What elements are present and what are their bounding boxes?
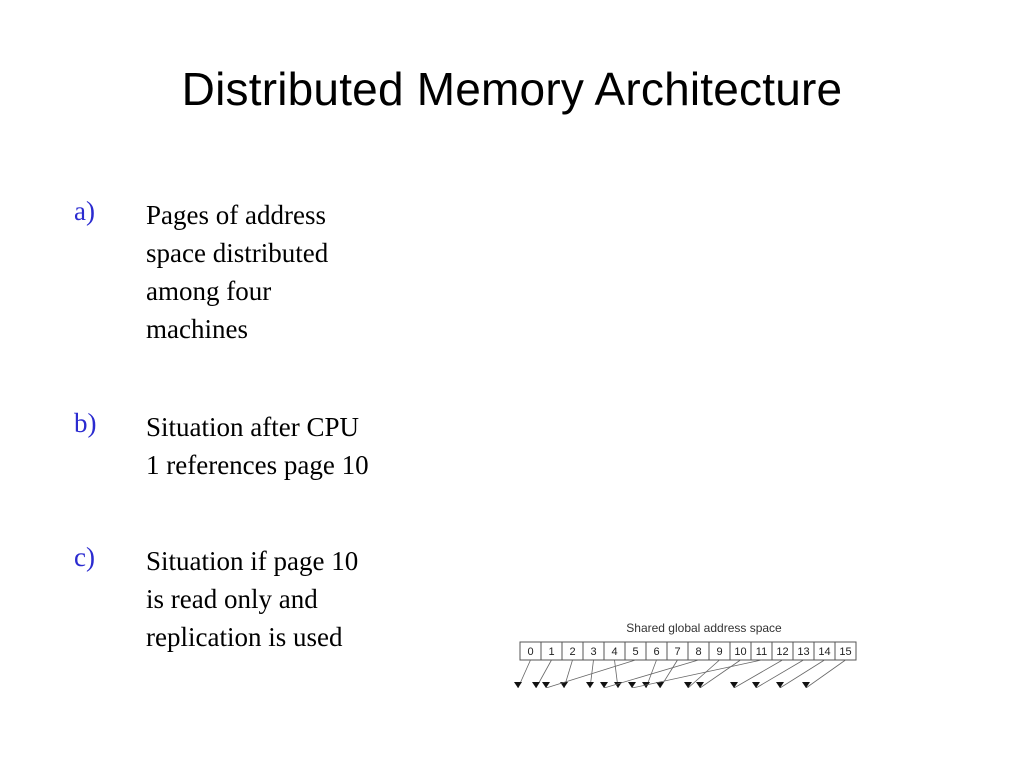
arrowhead (628, 682, 636, 688)
arrowhead (752, 682, 760, 688)
page-number-label: 7 (674, 646, 680, 658)
arrowhead (600, 682, 608, 688)
text-line: 1 references page 10 (146, 450, 369, 480)
text-line: Situation if page 10 (146, 546, 359, 576)
text-line: Situation after CPU (146, 412, 359, 442)
list-item-text: Situation after CPU 1 references page 10 (146, 408, 446, 484)
page-number-label: 0 (527, 646, 533, 658)
page-number-label: 2 (569, 646, 575, 658)
arrowhead (776, 682, 784, 688)
page-mapping-arrow (733, 659, 783, 688)
page-number-label: 15 (839, 646, 851, 658)
page-mapping-arrow (603, 659, 699, 688)
page-mapping-arrow (779, 659, 825, 688)
arrowhead (802, 682, 810, 688)
page-number-label: 1 (548, 646, 554, 658)
page-number-label: 10 (734, 646, 746, 658)
slide-title: Distributed Memory Architecture (181, 63, 843, 115)
page-mapping-arrow (699, 659, 741, 688)
page-number-label: 13 (797, 646, 809, 658)
text-line: replication is used (146, 622, 343, 652)
arrowhead (684, 682, 692, 688)
list-marker: a) (74, 196, 95, 226)
arrowhead (542, 682, 550, 688)
arrowhead (656, 682, 664, 688)
page-number-label: 5 (632, 646, 638, 658)
text-line: among four (146, 276, 272, 306)
page-number-label: 14 (818, 646, 830, 658)
text-line: is read only and (146, 584, 318, 614)
page-number-label: 8 (695, 646, 701, 658)
page-number-label: 6 (653, 646, 659, 658)
list-marker: c) (74, 542, 95, 572)
list-item-text: Situation if page 10 is read only and re… (146, 542, 446, 656)
arrowhead (514, 682, 522, 688)
arrowhead (560, 682, 568, 688)
arrowhead (730, 682, 738, 688)
diagram-caption: Shared global address space (626, 621, 782, 635)
page-mapping-arrow (755, 659, 804, 688)
list-marker: b) (74, 408, 97, 438)
page-mapping-arrow (545, 659, 636, 688)
page-number-label: 11 (756, 646, 767, 658)
page-number-label: 3 (590, 646, 596, 658)
arrowhead (696, 682, 704, 688)
text-line: Pages of address (146, 200, 326, 230)
text-line: space distributed (146, 238, 329, 268)
page-mapping-arrow (687, 659, 720, 688)
list-item-text: Pages of address space distributed among… (146, 196, 446, 348)
page-number-label: 12 (776, 646, 788, 658)
page-number-label: 9 (716, 646, 722, 658)
text-line: machines (146, 314, 248, 344)
arrowhead (586, 682, 594, 688)
page-mapping-arrow (631, 659, 762, 688)
arrowhead (532, 682, 540, 688)
page-number-label: 4 (611, 646, 617, 658)
page-mapping-arrow (805, 659, 846, 688)
